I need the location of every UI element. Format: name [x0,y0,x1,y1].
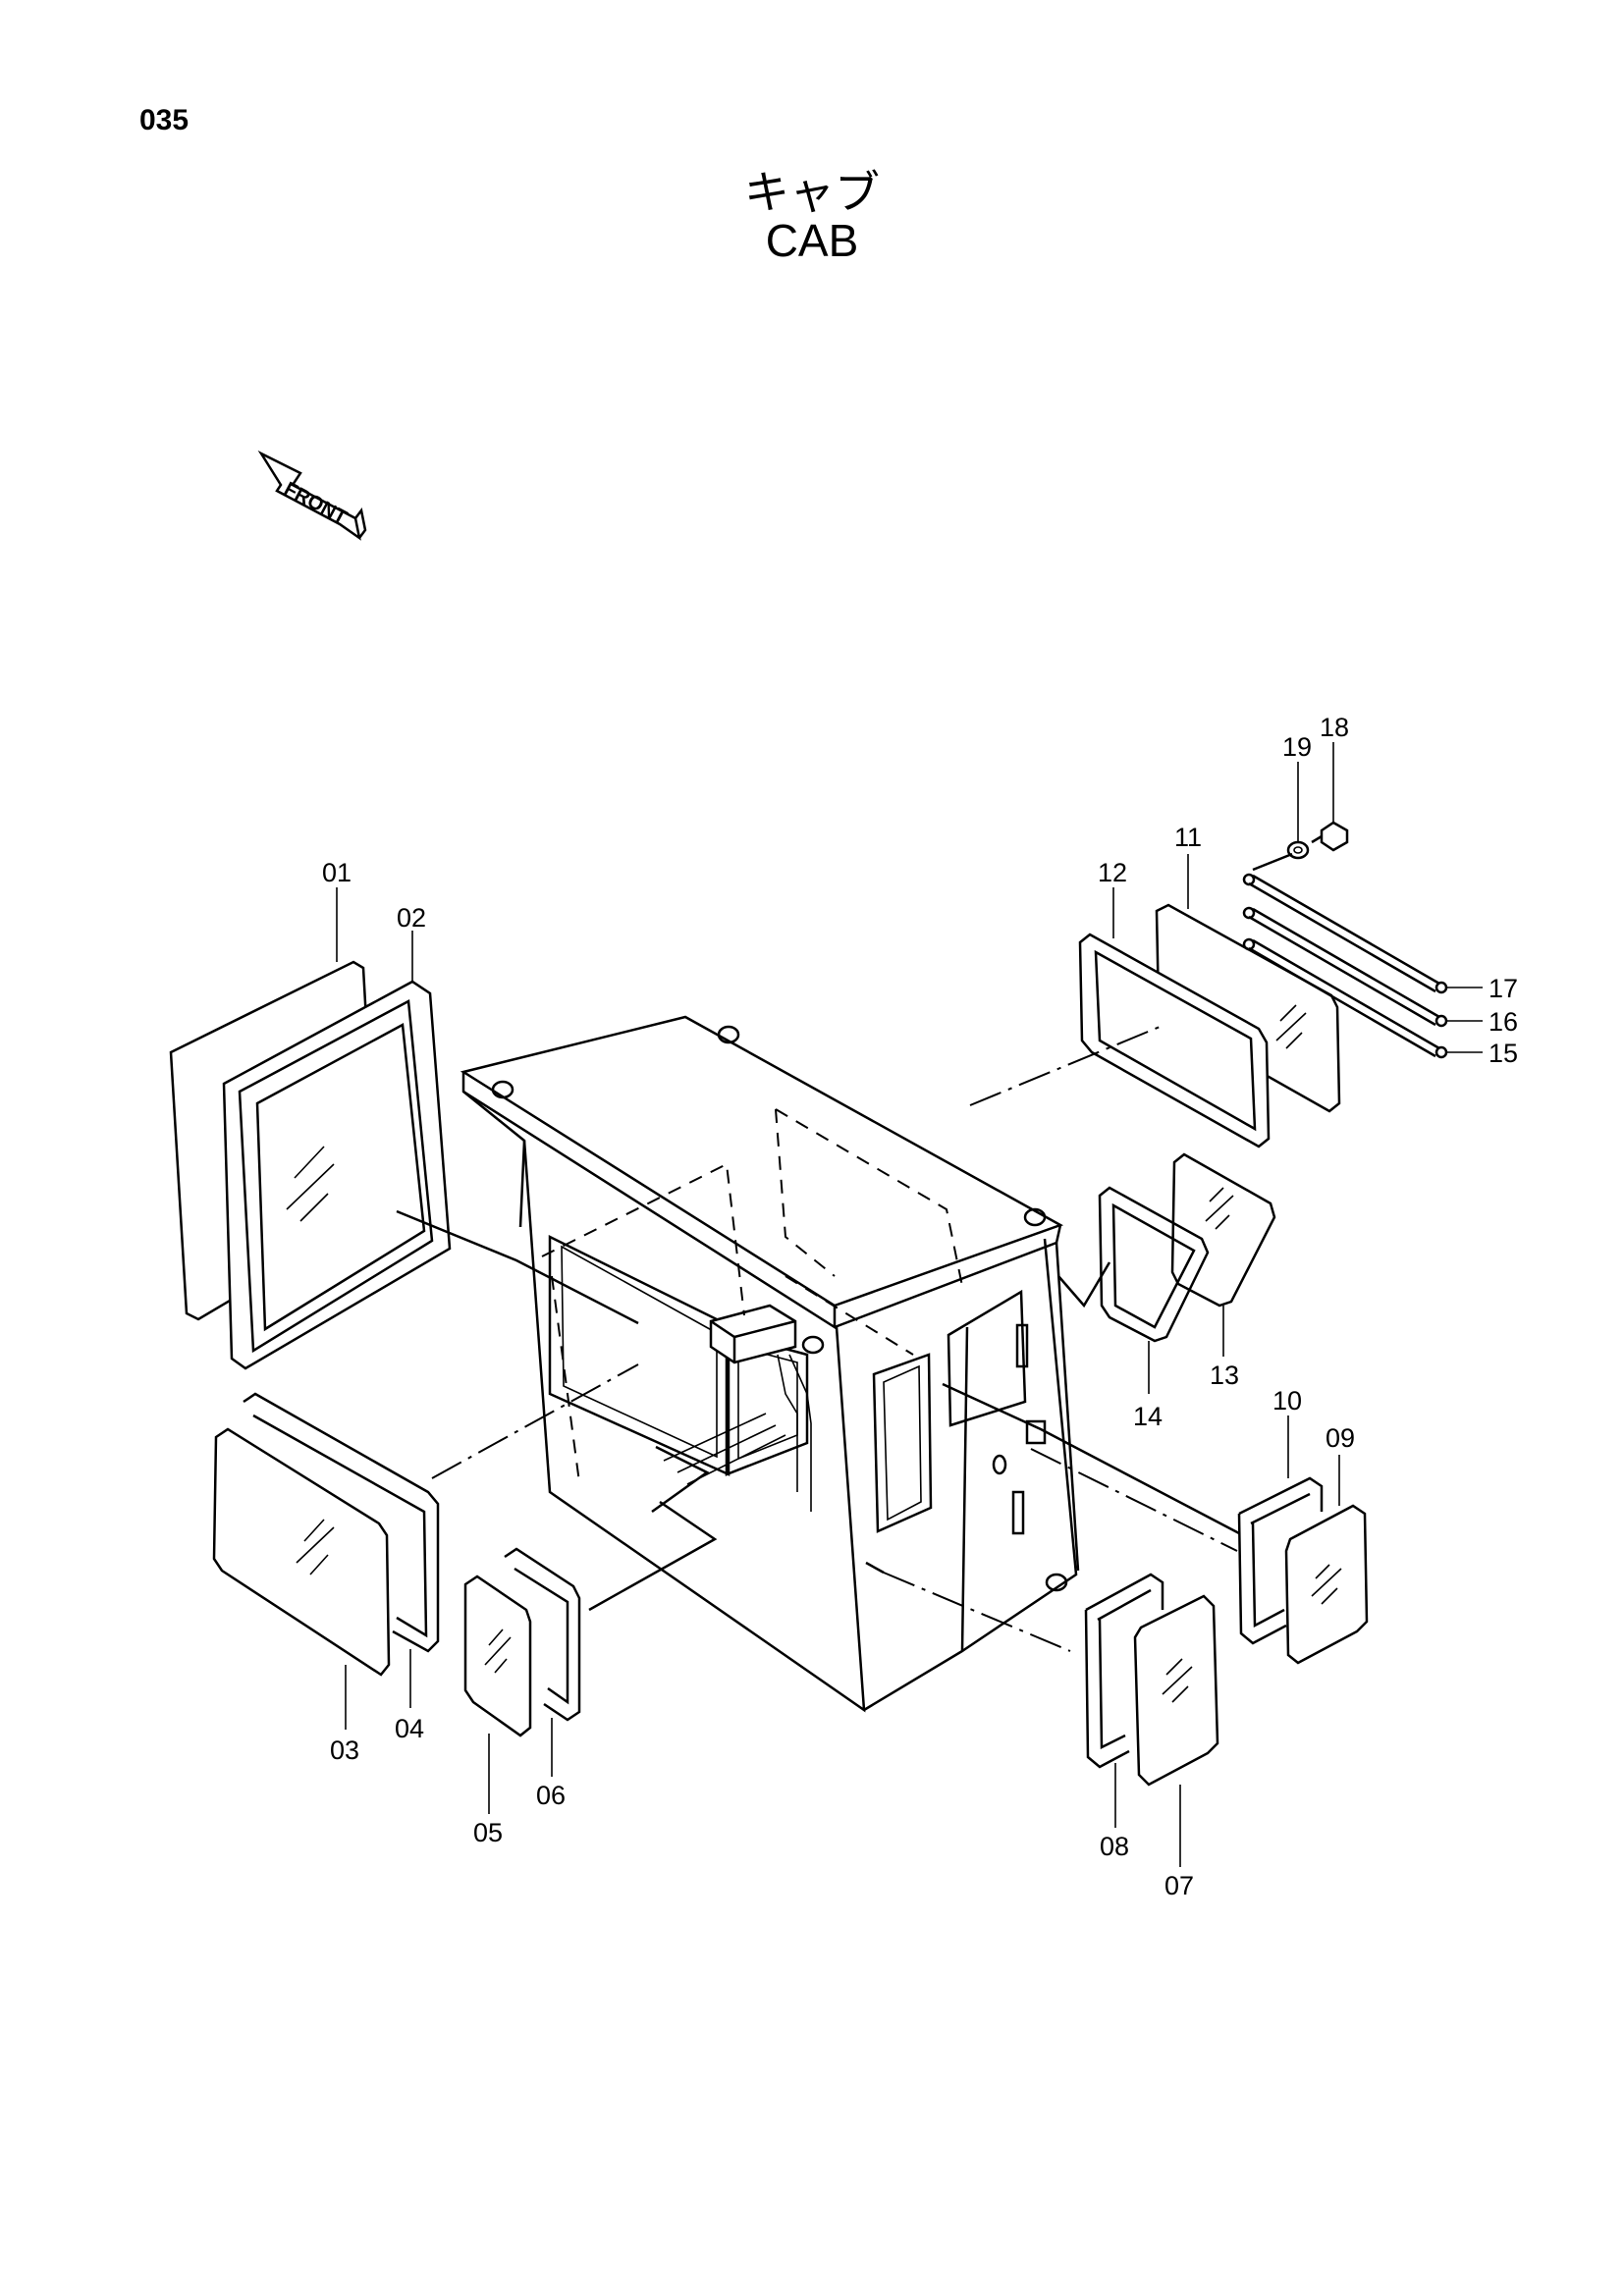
callout-17: 17 [1489,974,1518,1003]
callout-16: 16 [1489,1007,1518,1037]
part-15-17-rods [1242,873,1448,1059]
callout-02: 02 [397,903,426,933]
part-04-seal [243,1392,440,1653]
cab-body [460,1015,1080,1713]
assembly-guide-lines [396,852,1293,1652]
front-label: FRONT [281,478,351,529]
callout-12: 12 [1098,858,1127,887]
callout-18: 18 [1320,713,1349,742]
callout-15: 15 [1489,1039,1518,1068]
front-arrow-icon: FRONT [257,450,367,541]
part-14-seal [1098,1186,1210,1343]
callout-11: 11 [1174,823,1202,852]
callout-05: 05 [473,1818,503,1847]
part-06-seal [504,1547,581,1722]
title-japanese: キャブ [744,166,880,219]
part-10-seal [1237,1476,1324,1645]
callout-04: 04 [395,1714,424,1743]
callout-08: 08 [1100,1832,1129,1861]
part-08-seal [1084,1573,1164,1769]
callout-19: 19 [1282,732,1312,762]
part-12-seal [1078,933,1271,1148]
part-18-bolt [1311,821,1349,852]
callout-06: 06 [536,1781,566,1810]
title-english: CAB [765,215,859,266]
callout-01: 01 [322,858,352,887]
page-number: 035 [139,104,189,136]
callout-labels: 01 02 03 04 05 06 07 08 09 10 11 12 13 1… [322,713,1518,1900]
callout-13: 13 [1210,1361,1239,1390]
callout-09: 09 [1326,1423,1355,1453]
part-07-glass [1133,1594,1219,1787]
callout-07: 07 [1164,1871,1194,1900]
part-03-glass [212,1427,391,1677]
part-09-glass [1284,1504,1369,1665]
callout-03: 03 [330,1735,359,1765]
callout-14: 14 [1133,1402,1163,1431]
leader-lines [336,742,1483,1867]
part-13-glass [1170,1152,1276,1308]
part-05-glass [463,1575,532,1737]
callout-10: 10 [1272,1386,1302,1415]
